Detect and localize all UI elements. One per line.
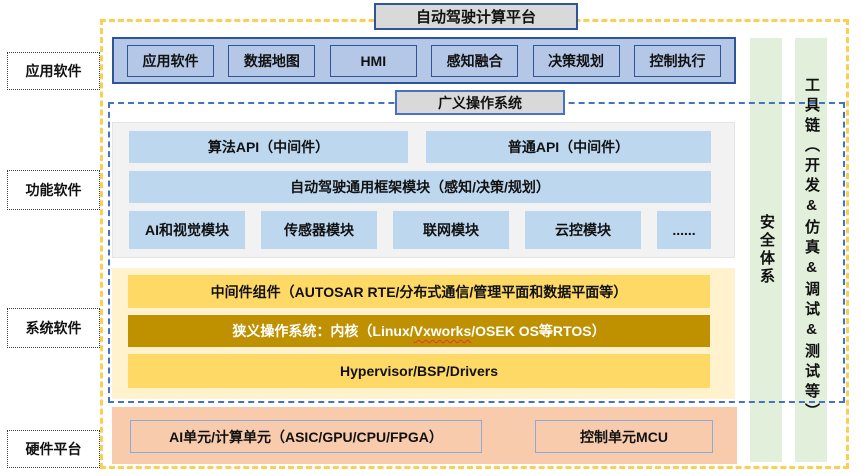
app-box-control-execution: 控制执行 [633, 44, 721, 77]
system-software-block: 中间件组件（AUTOSAR RTE/分布式通信/管理平面和数据平面等） 狭义操作… [112, 268, 735, 399]
hardware-platform-block: AI单元/计算单元（ASIC/GPU/CPU/FPGA） 控制单元MCU [112, 407, 737, 464]
functional-software-block: 算法API（中间件） 普通API（中间件） 自动驾驶通用框架模块（感知/决策/规… [112, 122, 735, 258]
module-row: AI和视觉模块 传感器模块 联网模块 云控模块 ...... [129, 211, 711, 249]
security-system-bar: 安全体系 [750, 38, 782, 462]
control-unit-mcu-box: 控制单元MCU [535, 420, 713, 453]
layer-label-functional-software: 功能软件 [7, 170, 100, 210]
kernel-text-prefix: 狭义操作系统：内核（Linux/ [232, 323, 414, 339]
module-box-cloud-control: 云控模块 [525, 211, 641, 249]
kernel-text-vxworks: Vxworks [413, 323, 472, 339]
app-box-perception-fusion: 感知融合 [431, 44, 519, 77]
common-api-box: 普通API（中间件） [426, 131, 711, 163]
module-box-networking: 联网模块 [393, 211, 509, 249]
hypervisor-bar: Hypervisor/BSP/Drivers [128, 354, 710, 388]
layer-label-system-software: 系统软件 [7, 308, 100, 348]
application-software-row: 应用软件 数据地图 HMI 感知融合 决策规划 控制执行 [112, 37, 736, 84]
framework-module-box: 自动驾驶通用框架模块（感知/决策/规划） [129, 171, 711, 203]
module-box-sensor: 传感器模块 [261, 211, 377, 249]
generalized-os-label: 广义操作系统 [395, 90, 565, 115]
toolchain-bar: 工具链（开发&仿真&调试&测试等） [795, 38, 827, 462]
toolchain-label: 工具链（开发&仿真&调试&测试等） [803, 77, 820, 423]
middleware-bar: 中间件组件（AUTOSAR RTE/分布式通信/管理平面和数据平面等） [128, 275, 710, 308]
layer-label-hardware-platform: 硬件平台 [7, 430, 100, 468]
app-box-decision-planning: 决策规划 [532, 44, 620, 77]
layer-label-application-software: 应用软件 [7, 52, 100, 90]
app-box-hmi: HMI [329, 44, 417, 77]
kernel-bar: 狭义操作系统：内核（Linux/Vxworks/OSEK OS等RTOS） [128, 315, 710, 347]
module-box-ellipsis: ...... [657, 211, 711, 249]
algorithm-api-box: 算法API（中间件） [129, 131, 408, 163]
module-box-ai-vision: AI和视觉模块 [129, 211, 245, 249]
compute-unit-box: AI单元/计算单元（ASIC/GPU/CPU/FPGA） [130, 420, 482, 453]
kernel-text-suffix: /OSEK OS等RTOS） [471, 323, 606, 339]
app-box-data-map: 数据地图 [228, 44, 316, 77]
app-box-application-software: 应用软件 [127, 44, 214, 77]
security-system-label: 安全体系 [758, 214, 775, 286]
diagram-title: 自动驾驶计算平台 [374, 3, 578, 30]
